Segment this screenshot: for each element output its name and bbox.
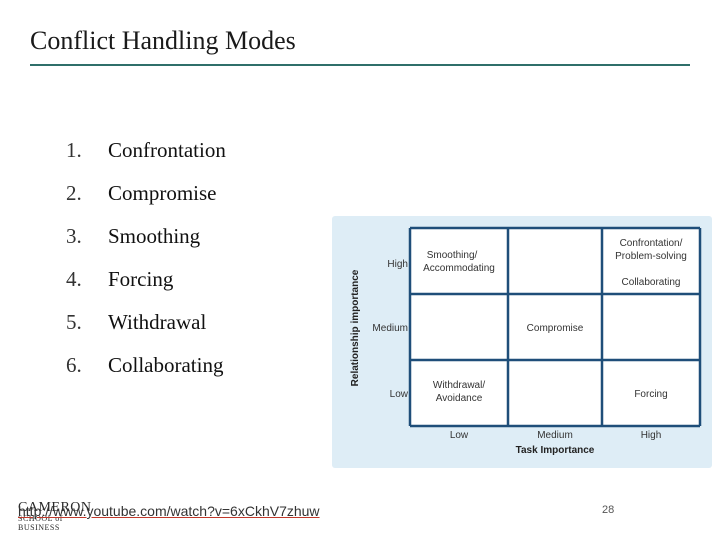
cell-compromise: Compromise <box>527 323 584 334</box>
list-label: Confrontation <box>108 138 226 162</box>
list-number: 6. <box>66 353 82 377</box>
x-level-low: Low <box>450 430 469 441</box>
cell-confrontation-line1: Confrontation/ <box>620 238 683 249</box>
logo-line2: SCHOOL of BUSINESS <box>18 514 63 532</box>
list-number: 3. <box>66 224 82 248</box>
x-level-high: High <box>641 430 662 441</box>
list-number: 1. <box>66 138 82 162</box>
modes-list: 1. Confrontation 2. Compromise 3. Smoothing… <box>66 138 226 396</box>
page-number: 28 <box>602 504 615 516</box>
list-label: Smoothing <box>108 224 201 248</box>
logo-line1: CAMERON <box>18 500 92 515</box>
slide-title: Conflict Handling Modes <box>30 26 296 55</box>
list-item: 5. Withdrawal <box>66 310 226 353</box>
list-label: Collaborating <box>108 353 224 377</box>
list-number: 5. <box>66 310 82 334</box>
y-level-high: High <box>387 259 408 270</box>
cell-smoothing-line1: Smoothing/ <box>427 250 478 261</box>
video-link[interactable]: http://www.youtube.com/watch?v=6xCkhV7zh… <box>18 503 320 519</box>
cell-collaborating: Collaborating <box>622 277 681 288</box>
title-divider <box>30 64 690 66</box>
grid-area <box>410 228 700 426</box>
cell-withdrawal-line2: Avoidance <box>436 393 483 404</box>
list-item: 1. Confrontation <box>66 138 226 181</box>
cell-forcing: Forcing <box>634 389 667 400</box>
y-level-low: Low <box>390 389 409 400</box>
list-item: 2. Compromise <box>66 181 226 224</box>
x-level-medium: Medium <box>537 430 573 441</box>
list-label: Withdrawal <box>108 310 207 334</box>
cell-smoothing-line2: Accommodating <box>423 263 495 274</box>
conflict-grid-diagram: Relationship importance High Medium Low … <box>332 216 712 468</box>
conflict-grid-svg: Relationship importance High Medium Low … <box>350 226 702 456</box>
x-axis-title: Task Importance <box>516 445 595 456</box>
y-axis-title: Relationship importance <box>350 269 361 386</box>
cell-withdrawal-line1: Withdrawal/ <box>433 380 485 391</box>
list-number: 4. <box>66 267 82 291</box>
list-item: 6. Collaborating <box>66 353 226 396</box>
list-item: 4. Forcing <box>66 267 226 310</box>
cell-confrontation-line2: Problem-solving <box>615 251 687 262</box>
y-level-medium: Medium <box>372 323 408 334</box>
school-logo: CAMERON SCHOOL of BUSINESS <box>18 500 98 532</box>
list-label: Forcing <box>108 267 174 291</box>
list-item: 3. Smoothing <box>66 224 226 267</box>
list-number: 2. <box>66 181 82 205</box>
list-label: Compromise <box>108 181 217 205</box>
